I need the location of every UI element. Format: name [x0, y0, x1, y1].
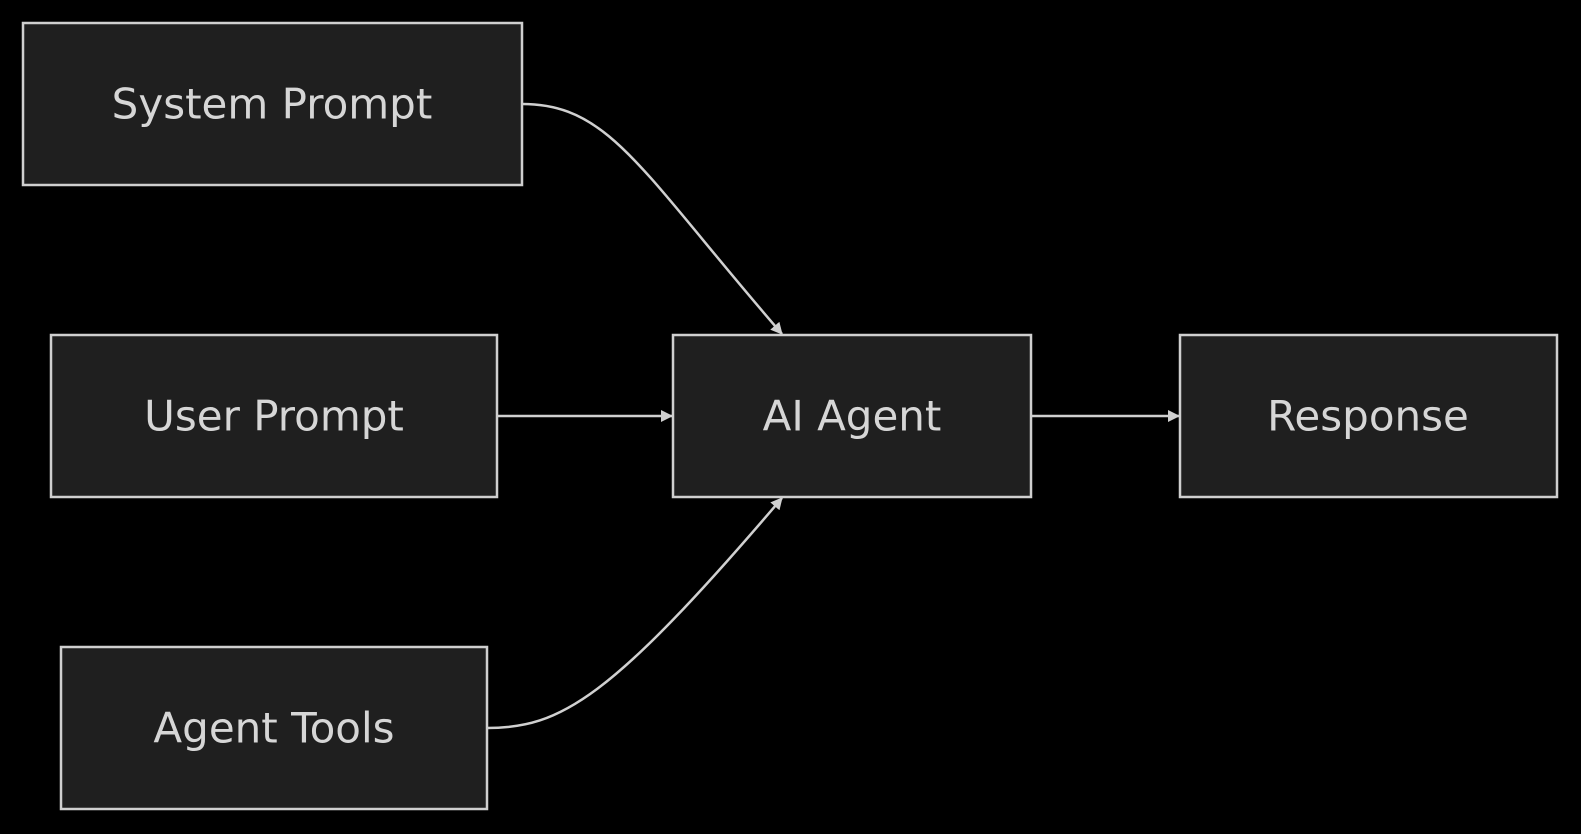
nodes-layer: System Prompt User Prompt Agent Tools AI…: [21, 21, 1559, 811]
node-agent-tools-box: [59, 645, 489, 811]
node-system-prompt-label: System Prompt: [112, 80, 433, 129]
edge-agent-tools-to-ai-agent: [486, 497, 783, 730]
edge-system-prompt-to-ai-agent: [521, 102, 783, 335]
node-response-box: [1178, 333, 1559, 499]
node-response: Response: [1178, 333, 1559, 499]
node-ai-agent-label: AI Agent: [763, 392, 942, 441]
node-response-label: Response: [1267, 392, 1469, 441]
node-agent-tools-label: Agent Tools: [153, 704, 394, 753]
node-user-prompt: User Prompt: [49, 333, 499, 499]
node-system-prompt: System Prompt: [21, 21, 524, 187]
edges-layer: [486, 102, 1180, 730]
node-ai-agent: AI Agent: [671, 333, 1033, 499]
node-user-prompt-label: User Prompt: [144, 392, 404, 441]
node-system-prompt-box: [21, 21, 524, 187]
node-agent-tools: Agent Tools: [59, 645, 489, 811]
node-ai-agent-box: [671, 333, 1033, 499]
node-user-prompt-box: [49, 333, 499, 499]
